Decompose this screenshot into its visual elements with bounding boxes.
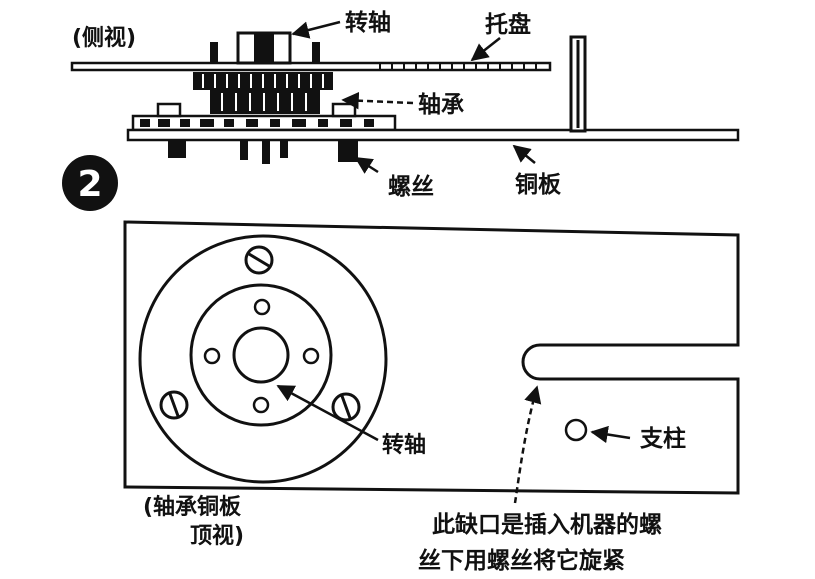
figure-number: 2 [77,164,102,205]
copper-plate-arrow [512,144,536,164]
notch-note-line1: 此缺口是插入机器的螺 [432,511,662,538]
shaft-label: 转轴 [345,9,391,36]
shaft-side [210,31,320,65]
mounting-holes [203,298,320,414]
bearing-inner-ring [189,283,333,427]
top-shaft-arrow [276,384,379,442]
notch-note-line2: 丝下用螺丝将它旋紧 [418,547,625,574]
top-view-caption-line1: (轴承铜板 [143,494,242,520]
figure-number-badge: 2 [62,155,118,211]
screw-heads-top [159,245,361,422]
shaft-arrow [291,20,341,39]
side-view-caption: (侧视) [72,25,136,51]
screw-arrow [354,156,379,174]
bearing-assembly [131,102,397,132]
bearing-arrow [341,91,414,110]
tray-label: 托盘 [485,11,531,38]
side-view: (侧视) 转轴 托盘 轴承 螺丝 铜板 [70,9,740,200]
top-shaft-label: 转轴 [382,432,426,458]
top-view: 转轴 支柱 (轴承铜板 顶视) 此缺口是插入机器的螺 丝下用螺丝将它旋紧 [123,220,740,574]
post-label: 支柱 [639,426,686,452]
bearing-outer-ring [138,234,388,484]
screws-side [168,140,358,164]
post-arrow [590,425,631,444]
tray-arrow [470,37,501,62]
screw-label: 螺丝 [388,174,434,200]
tray-teeth [379,63,537,70]
copper-plate-label: 铜板 [515,171,562,198]
notch-arrow [513,385,542,504]
support-post-top [564,418,588,442]
tray [70,61,552,72]
shaft-hole [232,326,290,384]
support-post-side [569,35,587,133]
gear-stack [193,72,333,114]
copper-plate-side [126,128,740,142]
top-view-caption-line2: 顶视) [190,523,244,549]
bearing-label: 轴承 [418,91,464,118]
